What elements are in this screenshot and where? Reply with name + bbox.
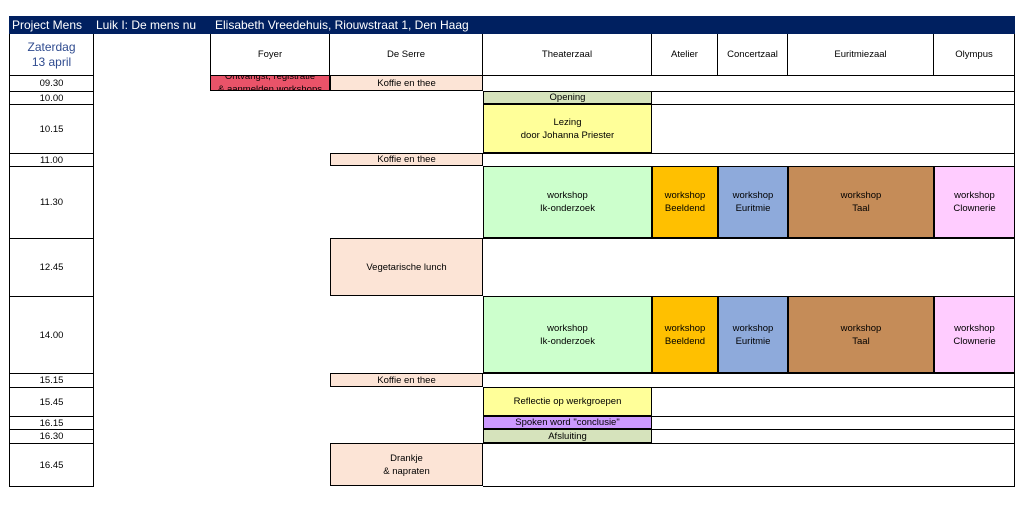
time-cell: 15.15 bbox=[9, 374, 94, 388]
event-cell: workshop Euritmie bbox=[718, 296, 788, 373]
event-cell: Spoken word "conclusie" bbox=[483, 416, 652, 429]
time-cell: 12.45 bbox=[9, 239, 94, 297]
event-cell: workshop Euritmie bbox=[718, 166, 788, 238]
event-cell: Vegetarische lunch bbox=[330, 238, 483, 296]
event-cell: Reflectie op werkgroepen bbox=[483, 387, 652, 416]
room-header-concertzaal: Concertzaal bbox=[718, 34, 788, 76]
schedule-title-bar: Project Mens Luik I: De mens nu Elisabet… bbox=[9, 16, 1015, 34]
event-cell: workshop Taal bbox=[788, 166, 934, 238]
table-right-border bbox=[1014, 34, 1015, 487]
time-cell: 16.15 bbox=[9, 417, 94, 430]
room-header-olympus: Olympus bbox=[934, 34, 1015, 76]
room-header-atelier: Atelier bbox=[652, 34, 718, 76]
event-cell: workshop Ik-onderzoek bbox=[483, 166, 652, 238]
room-header-euritmiezaal: Euritmiezaal bbox=[788, 34, 934, 76]
date-date: 13 april bbox=[31, 54, 72, 69]
event-cell: Koffie en thee bbox=[330, 75, 483, 91]
event-cell: workshop Clownerie bbox=[934, 296, 1015, 373]
row-divider bbox=[483, 238, 1015, 239]
location-title: Elisabeth Vreedehuis, Riouwstraat 1, Den… bbox=[215, 18, 469, 32]
room-header-foyer: Foyer bbox=[210, 34, 330, 76]
row-divider bbox=[483, 429, 1015, 430]
time-cell: 16.45 bbox=[9, 444, 94, 487]
event-cell: workshop Taal bbox=[788, 296, 934, 373]
row-divider bbox=[483, 416, 1015, 417]
row-divider bbox=[483, 91, 1015, 92]
time-cell: 15.45 bbox=[9, 388, 94, 417]
event-cell: Afsluiting bbox=[483, 429, 652, 443]
event-cell: Lezing door Johanna Priester bbox=[483, 104, 652, 153]
time-cell: 10.00 bbox=[9, 92, 94, 105]
row-divider bbox=[483, 443, 1015, 444]
event-cell: workshop Ik-onderzoek bbox=[483, 296, 652, 373]
date-header: Zaterdag 13 april bbox=[9, 34, 94, 76]
event-cell: workshop Beeldend bbox=[652, 296, 718, 373]
row-divider bbox=[483, 373, 1015, 374]
time-cell: 11.00 bbox=[9, 154, 94, 167]
room-header-de-serre: De Serre bbox=[330, 34, 483, 76]
date-day: Zaterdag bbox=[27, 39, 76, 54]
row-divider bbox=[483, 104, 1015, 105]
event-cell: Opening bbox=[483, 91, 652, 104]
row-divider bbox=[483, 387, 1015, 388]
event-cell: Ontvangst, registratie & aanmelden works… bbox=[210, 75, 330, 91]
row-divider bbox=[483, 153, 1015, 154]
event-cell: Koffie en thee bbox=[330, 373, 483, 387]
luik-title: Luik I: De mens nu bbox=[96, 18, 197, 32]
project-title: Project Mens bbox=[12, 18, 83, 32]
event-cell: Drankje & napraten bbox=[330, 443, 483, 486]
time-cell: 11.30 bbox=[9, 167, 94, 239]
event-cell: workshop Clownerie bbox=[934, 166, 1015, 238]
row-divider bbox=[483, 486, 1015, 487]
event-cell: workshop Beeldend bbox=[652, 166, 718, 238]
time-cell: 16.30 bbox=[9, 430, 94, 444]
time-cell: 10.15 bbox=[9, 105, 94, 154]
event-cell: Koffie en thee bbox=[330, 153, 483, 166]
time-cell: 09.30 bbox=[9, 76, 94, 92]
room-header-theaterzaal: Theaterzaal bbox=[483, 34, 652, 76]
time-cell: 14.00 bbox=[9, 297, 94, 374]
